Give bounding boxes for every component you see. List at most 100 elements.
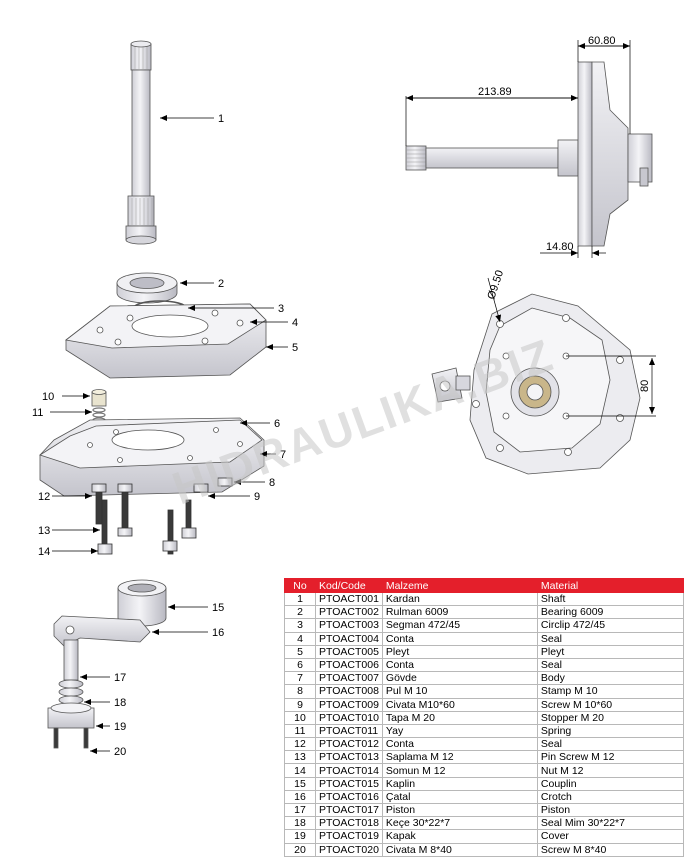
cell-no: 13 bbox=[284, 750, 316, 765]
cell-material: Stamp M 10 bbox=[536, 684, 685, 699]
callout-11: 11 bbox=[32, 407, 43, 419]
dim-plate-thickness: 14.80 bbox=[546, 241, 574, 253]
cell-material: Couplin bbox=[536, 776, 685, 791]
callout-15: 15 bbox=[212, 602, 224, 614]
callout-13: 13 bbox=[38, 525, 50, 537]
callout-1: 1 bbox=[218, 113, 224, 125]
cell-no: 7 bbox=[284, 671, 316, 686]
cell-material: Screw M 10*60 bbox=[536, 697, 685, 712]
cell-no: 20 bbox=[284, 842, 316, 857]
cell-code: PTOACT011 bbox=[315, 723, 383, 739]
callout-3: 3 bbox=[278, 303, 284, 315]
callout-18: 18 bbox=[114, 697, 126, 709]
actuator-assembly bbox=[47, 579, 167, 749]
front-view bbox=[431, 293, 641, 475]
callout-leaders bbox=[50, 115, 288, 754]
cell-material: Stopper M 20 bbox=[536, 710, 685, 725]
cell-code: PTOACT009 bbox=[315, 697, 383, 712]
cell-malzeme: Conta bbox=[381, 657, 538, 673]
cell-code: PTOACT020 bbox=[315, 842, 383, 857]
cell-malzeme: Çatal bbox=[381, 789, 538, 805]
cell-code: PTOACT003 bbox=[315, 618, 383, 633]
cell-code: PTOACT004 bbox=[315, 631, 383, 646]
cell-material: Shaft bbox=[536, 591, 685, 607]
bearing-part bbox=[116, 272, 178, 304]
header-material: Material bbox=[536, 578, 685, 593]
cell-material: Pleyt bbox=[536, 644, 685, 659]
callout-9: 9 bbox=[254, 491, 260, 503]
cell-code: PTOACT006 bbox=[315, 657, 383, 673]
cell-no: 3 bbox=[284, 618, 316, 633]
shaft-part bbox=[125, 40, 157, 245]
cell-malzeme: Civata M10*60 bbox=[381, 697, 538, 712]
side-view-dimensions bbox=[405, 40, 631, 258]
header-no: No bbox=[284, 578, 316, 593]
cell-malzeme: Gövde bbox=[381, 671, 538, 686]
cell-material: Circlip 472/45 bbox=[536, 618, 685, 633]
cell-material: Nut M 12 bbox=[536, 763, 685, 778]
cell-material: Body bbox=[536, 671, 685, 686]
callout-5: 5 bbox=[292, 342, 298, 354]
cell-malzeme: Rulman 6009 bbox=[381, 605, 538, 620]
callout-19: 19 bbox=[114, 721, 126, 733]
dim-flange-width: 60.80 bbox=[588, 35, 616, 47]
parts-table-header: No Kod/Code Malzeme Material bbox=[284, 578, 685, 593]
callout-4: 4 bbox=[292, 317, 298, 329]
dim-hole-spacing: 80 bbox=[639, 380, 651, 392]
header-code: Kod/Code bbox=[315, 578, 383, 593]
cell-malzeme: Keçe 30*22*7 bbox=[381, 816, 538, 831]
cell-malzeme: Tapa M 20 bbox=[381, 710, 538, 725]
cell-material: Pin Screw M 12 bbox=[536, 750, 685, 765]
cell-malzeme: Pleyt bbox=[381, 644, 538, 659]
callout-7: 7 bbox=[280, 449, 286, 461]
callout-14: 14 bbox=[38, 546, 50, 558]
cell-no: 11 bbox=[284, 723, 316, 739]
cell-material: Seal bbox=[536, 631, 685, 646]
cell-material: Seal Mim 30*22*7 bbox=[536, 816, 685, 831]
cell-no: 4 bbox=[284, 631, 316, 646]
dim-total-length: 213.89 bbox=[478, 86, 512, 98]
cell-no: 5 bbox=[284, 644, 316, 659]
cell-no: 19 bbox=[284, 829, 316, 844]
cell-malzeme: Conta bbox=[381, 631, 538, 646]
dim-hole-diameter: Ø9.50 bbox=[485, 269, 506, 301]
cell-no: 12 bbox=[284, 737, 316, 752]
cell-code: PTOACT019 bbox=[315, 829, 383, 844]
cell-no: 15 bbox=[284, 776, 316, 791]
cell-material: Cover bbox=[536, 829, 685, 844]
side-view bbox=[405, 61, 653, 247]
cell-malzeme: Kardan bbox=[381, 591, 538, 607]
cell-code: PTOACT007 bbox=[315, 671, 383, 686]
cell-no: 14 bbox=[284, 763, 316, 778]
cell-no: 2 bbox=[284, 605, 316, 620]
cell-malzeme: Kapak bbox=[381, 829, 538, 844]
cell-no: 16 bbox=[284, 789, 316, 805]
bolt-group bbox=[91, 477, 233, 555]
cell-code: PTOACT018 bbox=[315, 816, 383, 831]
cell-no: 9 bbox=[284, 697, 316, 712]
cell-code: PTOACT001 bbox=[315, 591, 383, 607]
callout-17: 17 bbox=[114, 672, 126, 684]
cell-malzeme: Segman 472/45 bbox=[381, 618, 538, 633]
cell-malzeme: Piston bbox=[381, 802, 538, 818]
callout-6: 6 bbox=[274, 418, 280, 430]
cell-malzeme: Pul M 10 bbox=[381, 684, 538, 699]
cell-code: PTOACT012 bbox=[315, 737, 383, 752]
cell-material: Crotch bbox=[536, 789, 685, 805]
cell-material: Seal bbox=[536, 657, 685, 673]
callout-2: 2 bbox=[218, 278, 224, 290]
cell-no: 6 bbox=[284, 657, 316, 673]
